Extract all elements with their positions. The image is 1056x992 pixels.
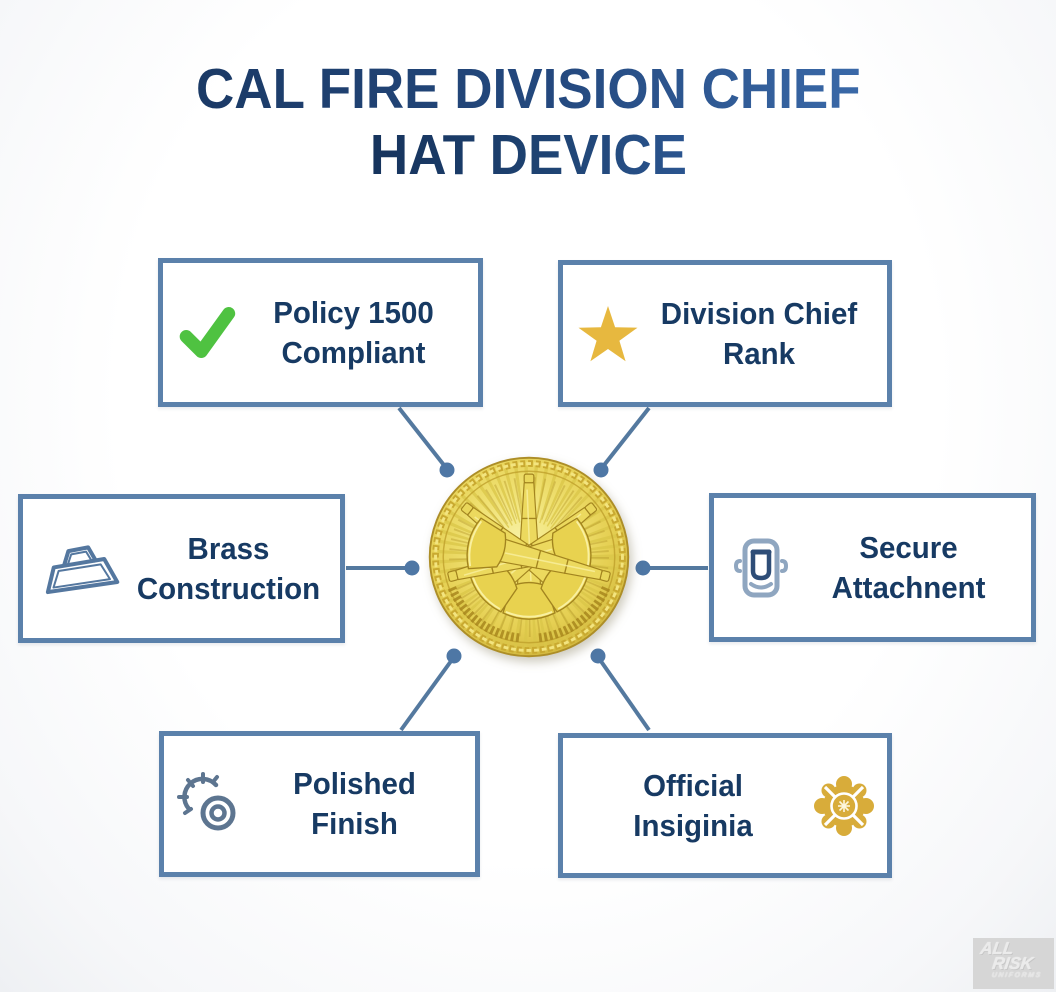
crossed-bugles-hat-device-badge — [428, 456, 630, 658]
feature-label: Polished Finish — [293, 766, 416, 841]
feature-card-polished-finish: Polished Finish — [159, 731, 480, 877]
feature-label: Secure Attachnent — [831, 529, 986, 605]
feature-card-secure-attachment: Secure Attachnent — [709, 493, 1036, 642]
title-line-1: CAL FIRE DIVISION CHIEF — [195, 57, 861, 121]
feature-label: Brass Construction — [136, 530, 321, 606]
watermark-line-2: RISK — [991, 954, 1035, 973]
feature-label: Division Chief Rank — [660, 295, 858, 371]
clasp-icon — [728, 535, 794, 601]
watermark-line-3: UNIFORMS — [991, 972, 1043, 979]
star-icon — [575, 302, 641, 366]
feature-card-brass-construction: Brass Construction — [18, 494, 345, 643]
maltese-cross-icon — [813, 775, 875, 836]
ingot-icon — [39, 538, 125, 600]
feature-label: Official Insiginia — [633, 767, 753, 843]
feature-card-official-insignia: Official Insiginia — [558, 733, 892, 878]
feature-card-policy-1500-compliant: Policy 1500 Compliant — [158, 258, 483, 407]
feature-card-division-chief-rank: Division Chief Rank — [558, 260, 892, 407]
check-icon — [177, 304, 239, 362]
shine-icon — [176, 771, 244, 837]
watermark-all-risk-uniforms: ALL RISK UNIFORMS — [973, 938, 1054, 989]
title-line-2: HAT DEVICE — [369, 123, 687, 188]
page-title: CAL FIRE DIVISION CHIEF HAT DEVICE — [0, 56, 1056, 188]
feature-label: Policy 1500 Compliant — [273, 294, 434, 370]
